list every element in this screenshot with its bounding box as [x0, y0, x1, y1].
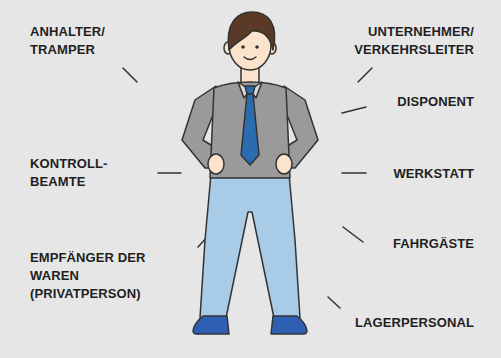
leader-line	[342, 107, 366, 113]
role-label: KONTROLL- BEAMTE	[30, 155, 112, 191]
leader-line	[342, 172, 366, 174]
leader-line	[158, 172, 181, 174]
role-label: ANHALTER/ TRAMPER	[30, 23, 112, 59]
leader-line	[123, 68, 137, 82]
role-label: UNTERNEHMER/ VERKEHRSLEITER	[346, 23, 474, 59]
role-label: DISPONENT	[374, 93, 474, 111]
leader-line	[328, 297, 340, 308]
role-label: LAGERPERSONAL	[344, 314, 474, 332]
role-label: FAHRGÄSTE	[374, 235, 474, 253]
role-label: WERKSTATT	[374, 165, 474, 183]
leader-line	[343, 227, 363, 242]
role-label: EMPFÄNGER DER WAREN (PRIVATPERSON)	[30, 249, 154, 303]
leader-line	[358, 68, 372, 82]
